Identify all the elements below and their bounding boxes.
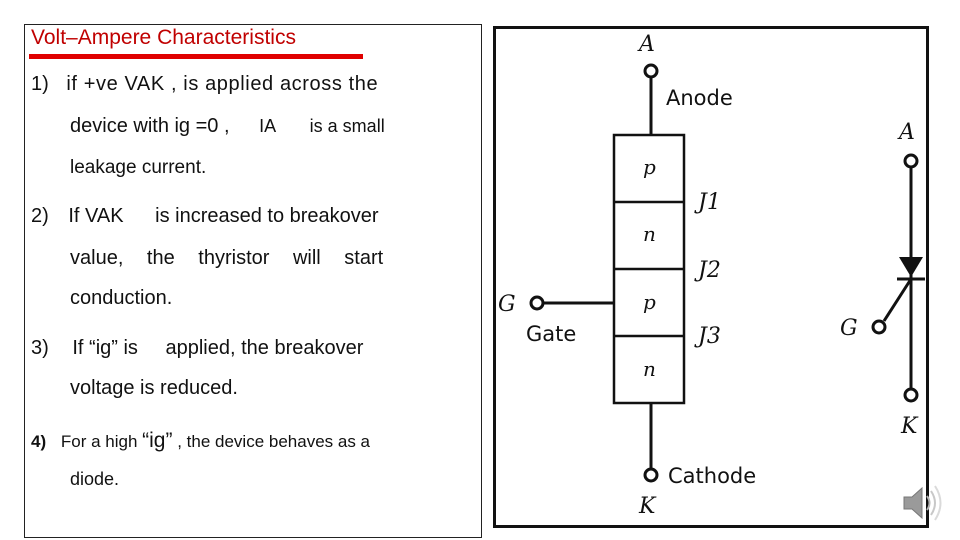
symbol-anode-letter: A — [897, 120, 915, 145]
gate-terminal-letter: G — [498, 292, 516, 317]
anode-terminal-circle — [643, 63, 659, 79]
point-1-text-1: if +ve VAK , is applied across the — [66, 73, 379, 95]
junction-label-3: J3 — [694, 324, 721, 349]
junction-label-1: J1 — [694, 190, 721, 215]
point-4-text-1: For a high — [60, 432, 138, 451]
layer-n2: n — [643, 357, 656, 381]
slide-title: Volt–Ampere Characteristics — [31, 26, 296, 49]
point-3-number: 3) — [31, 337, 49, 359]
point-2-text-3: value, the thyristor will start — [70, 247, 384, 269]
point-4-number: 4) — [31, 432, 47, 451]
point-2-line-1: 2) If VAK is increased to breakover — [31, 205, 379, 228]
point-2-number: 2) — [31, 205, 49, 227]
anode-terminal-letter: A — [637, 32, 655, 57]
point-4-text-ig: “ig” — [142, 429, 173, 452]
cathode-terminal-circle — [643, 467, 659, 483]
thyristor-diagram: A Anode p n p n J1 J2 J3 G Gate — [493, 26, 929, 528]
point-1-text-2: device with ig =0 , — [70, 115, 230, 137]
speaker-icon[interactable] — [900, 482, 948, 531]
point-1-line-1: 1) if +ve VAK , is applied across the — [31, 73, 471, 96]
cathode-terminal-letter: K — [638, 494, 657, 519]
point-4-text-3: diode. — [70, 469, 120, 489]
point-3-text-2: applied, the breakover — [165, 337, 364, 359]
point-2-text-4: conduction. — [70, 287, 173, 309]
point-3-line-1: 3) If “ig” is applied, the breakover — [31, 337, 363, 360]
gate-label: Gate — [526, 322, 576, 346]
symbol-gate-lead — [882, 278, 913, 322]
point-4-line-1: 4) For a high “ig” , the device behaves … — [31, 429, 370, 453]
symbol-gate-letter: G — [840, 316, 858, 341]
point-1-number: 1) — [31, 73, 49, 95]
symbol-cathode-circle — [903, 387, 919, 403]
symbol-diode-triangle — [899, 257, 923, 277]
point-1-text-ia: IA — [259, 116, 277, 136]
point-4-text-2: , the device behaves as a — [177, 432, 371, 451]
cathode-label: Cathode — [668, 464, 756, 488]
layer-p1: p — [643, 155, 656, 179]
point-1-text-3: is a small — [309, 116, 385, 136]
point-3-text-3: voltage is reduced. — [70, 377, 238, 399]
point-2-text-1: If VAK — [68, 205, 124, 227]
point-3-text-1: If “ig” is — [72, 337, 138, 359]
anode-label: Anode — [666, 86, 733, 110]
layer-p2: p — [643, 290, 656, 314]
symbol-gate-circle — [871, 319, 887, 335]
point-1-text-4: leakage current. — [70, 157, 207, 178]
title-underline — [29, 54, 363, 59]
point-2-text-2: is increased to breakover — [155, 205, 379, 227]
symbol-anode-circle — [903, 153, 919, 169]
gate-terminal-circle — [529, 295, 545, 311]
symbol-cathode-letter: K — [900, 414, 919, 439]
text-panel: Volt–Ampere Characteristics 1) if +ve VA… — [24, 24, 482, 538]
point-1-line-2: device with ig =0 , IA is a small — [70, 115, 385, 138]
layer-n1: n — [643, 222, 656, 246]
junction-label-2: J2 — [694, 258, 721, 283]
thyristor-structure-svg: A Anode p n p n J1 J2 J3 G Gate — [498, 32, 925, 519]
